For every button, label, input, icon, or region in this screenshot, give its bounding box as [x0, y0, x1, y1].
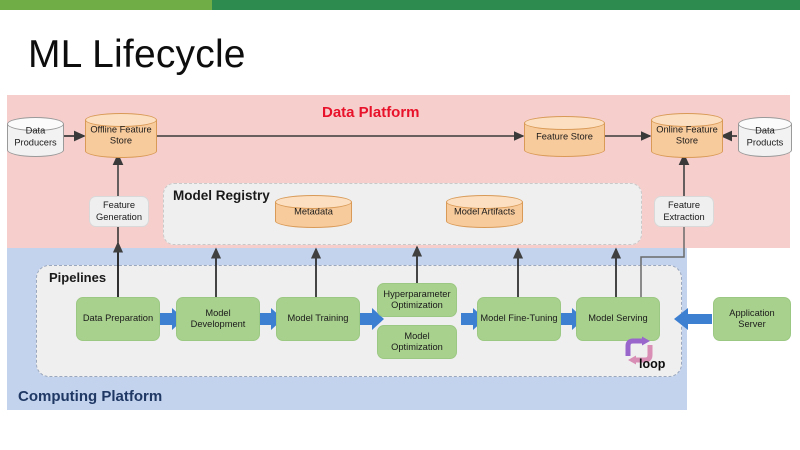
feature-extraction-node[interactable]: Feature Extraction — [654, 196, 714, 227]
stage-label: Data Preparation — [82, 313, 154, 324]
loop-icon — [625, 336, 653, 365]
loop-label: loop — [639, 357, 666, 371]
model-artifacts-label: Model Artifacts — [454, 205, 515, 216]
stage-label: Model Fine-Tuning — [480, 313, 558, 324]
cylinder-top — [651, 113, 723, 127]
data-producers-label: Data Producers — [14, 125, 57, 148]
top-accent-bar — [0, 0, 800, 10]
cylinder-top — [446, 195, 523, 209]
cylinder-top — [7, 117, 64, 131]
data-platform-label: Data Platform — [322, 104, 420, 121]
page-title: ML Lifecycle — [28, 33, 246, 76]
stage-label: Model Optimization — [391, 330, 443, 353]
pipeline-stage-model-optimization[interactable]: Model Optimization — [377, 325, 457, 359]
data-products-label: Data Products — [746, 125, 784, 148]
feature-store-label: Feature Store — [536, 130, 593, 141]
online-feature-store[interactable]: Online Feature Store — [651, 113, 723, 158]
stage-label: Model Serving — [588, 313, 648, 324]
top-accent-bar-left — [0, 0, 212, 10]
cylinder-top — [738, 117, 792, 131]
application-server-node[interactable]: Application Server — [713, 297, 791, 341]
model-artifacts-store[interactable]: Model Artifacts — [446, 195, 523, 228]
cylinder-top — [275, 195, 352, 209]
pipeline-stage-model-training[interactable]: Model Training — [276, 297, 360, 341]
online-feature-store-label: Online Feature Store — [656, 124, 718, 146]
application-server-label: Application Server — [729, 307, 775, 330]
metadata-label: Metadata — [294, 205, 333, 216]
feature-store[interactable]: Feature Store — [524, 116, 605, 157]
stage-label: Model Development — [190, 307, 246, 330]
offline-feature-store[interactable]: Offline Feature Store — [85, 113, 157, 158]
data-products-store[interactable]: Data Products — [738, 117, 792, 157]
pipeline-stage-model-serving[interactable]: Model Serving — [576, 297, 660, 341]
data-producers-store[interactable]: Data Producers — [7, 117, 64, 157]
offline-feature-store-label: Offline Feature Store — [90, 124, 152, 146]
metadata-store[interactable]: Metadata — [275, 195, 352, 228]
computing-platform-label: Computing Platform — [18, 388, 163, 405]
stage-label: Hyperparameter Optimization — [383, 288, 451, 311]
pipeline-stage-model-development[interactable]: Model Development — [176, 297, 260, 341]
pipeline-stage-hyperparameter-optimization[interactable]: Hyperparameter Optimization — [377, 283, 457, 317]
feature-generation-node[interactable]: Feature Generation — [89, 196, 149, 227]
model-registry-container — [163, 183, 642, 245]
stage-label: Model Training — [287, 313, 349, 324]
pipeline-stage-model-fine-tuning[interactable]: Model Fine-Tuning — [477, 297, 561, 341]
feature-generation-label: Feature Generation — [96, 200, 142, 222]
model-registry-label: Model Registry — [173, 188, 270, 203]
pipelines-label: Pipelines — [49, 270, 107, 285]
feature-extraction-label: Feature Extraction — [663, 200, 705, 222]
cylinder-top — [85, 113, 157, 127]
top-accent-bar-right — [212, 0, 800, 10]
cylinder-top — [524, 116, 605, 130]
pipeline-stage-data-preparation[interactable]: Data Preparation — [76, 297, 160, 341]
